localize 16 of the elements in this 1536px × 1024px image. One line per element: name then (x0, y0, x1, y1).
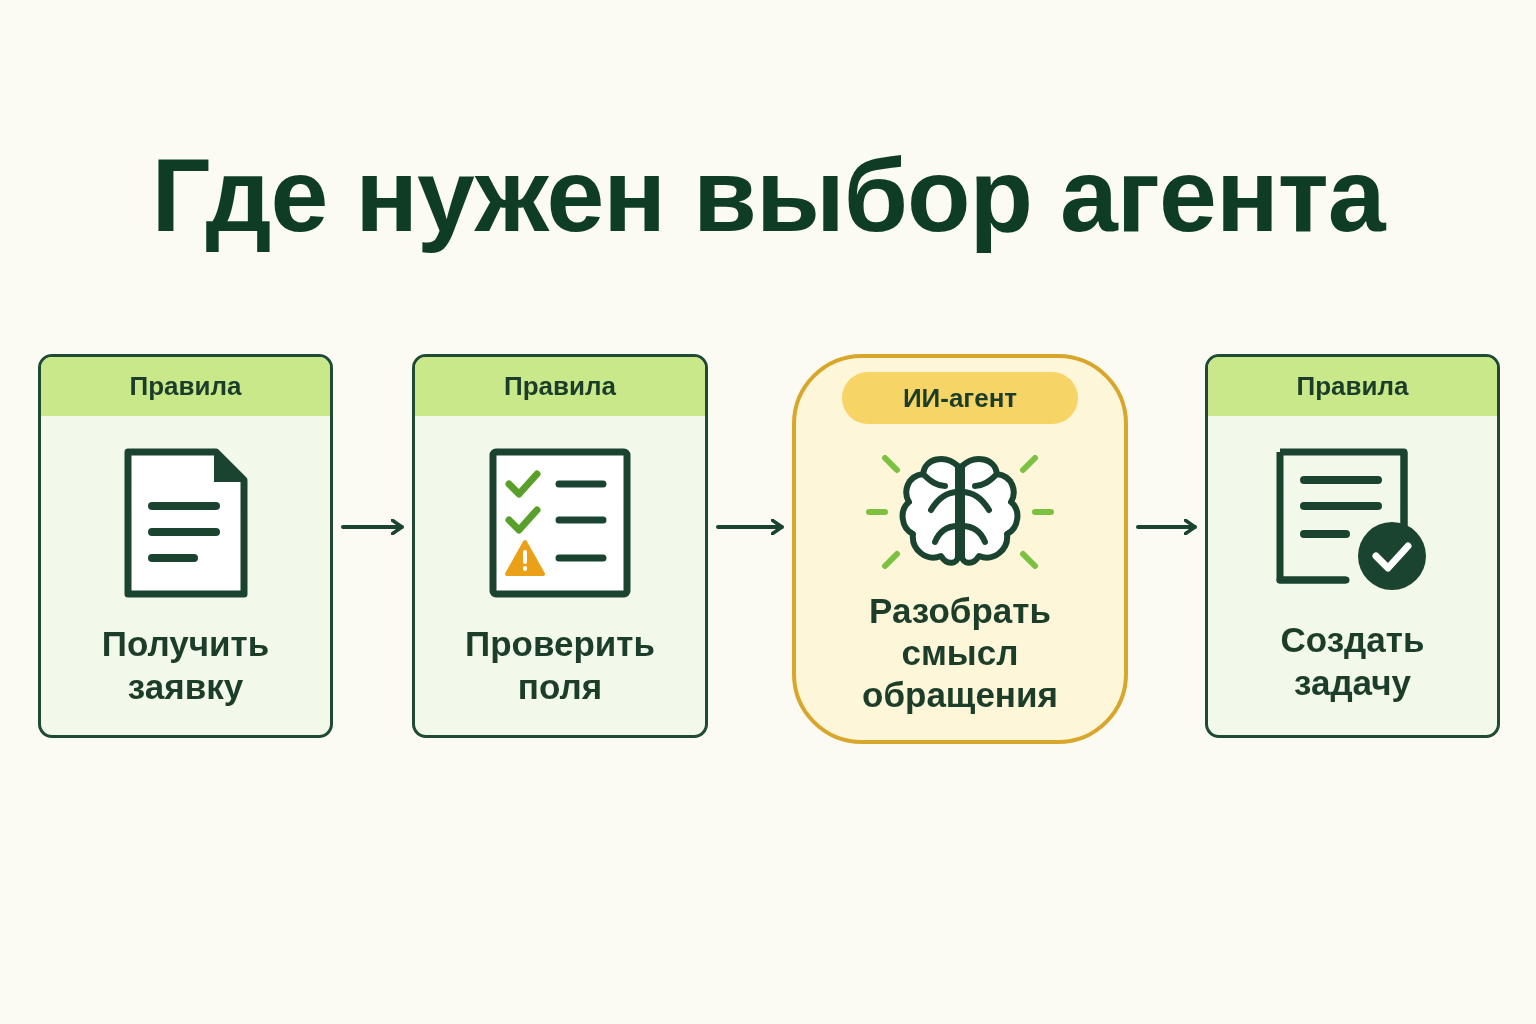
header-band: Правила (41, 357, 330, 416)
ai-step-card (792, 354, 1128, 744)
rule-step-card (1205, 354, 1500, 738)
header-band: Правила (1208, 357, 1497, 416)
step-label: Получить заявку (100, 623, 271, 708)
arrow (341, 518, 404, 536)
step-label: Разобрать смысл обращения (861, 590, 1059, 716)
step-label: Проверить поля (464, 623, 656, 708)
arrow (1136, 518, 1197, 536)
step-label: Создать задачу (1279, 619, 1426, 704)
rule-step-card (412, 354, 708, 738)
rule-step-card (38, 354, 333, 738)
header-band: Правила (415, 357, 705, 416)
arrow (716, 518, 784, 536)
title: Где нужен выбор агента (150, 136, 1387, 255)
header-pill: ИИ-агент (842, 372, 1078, 424)
